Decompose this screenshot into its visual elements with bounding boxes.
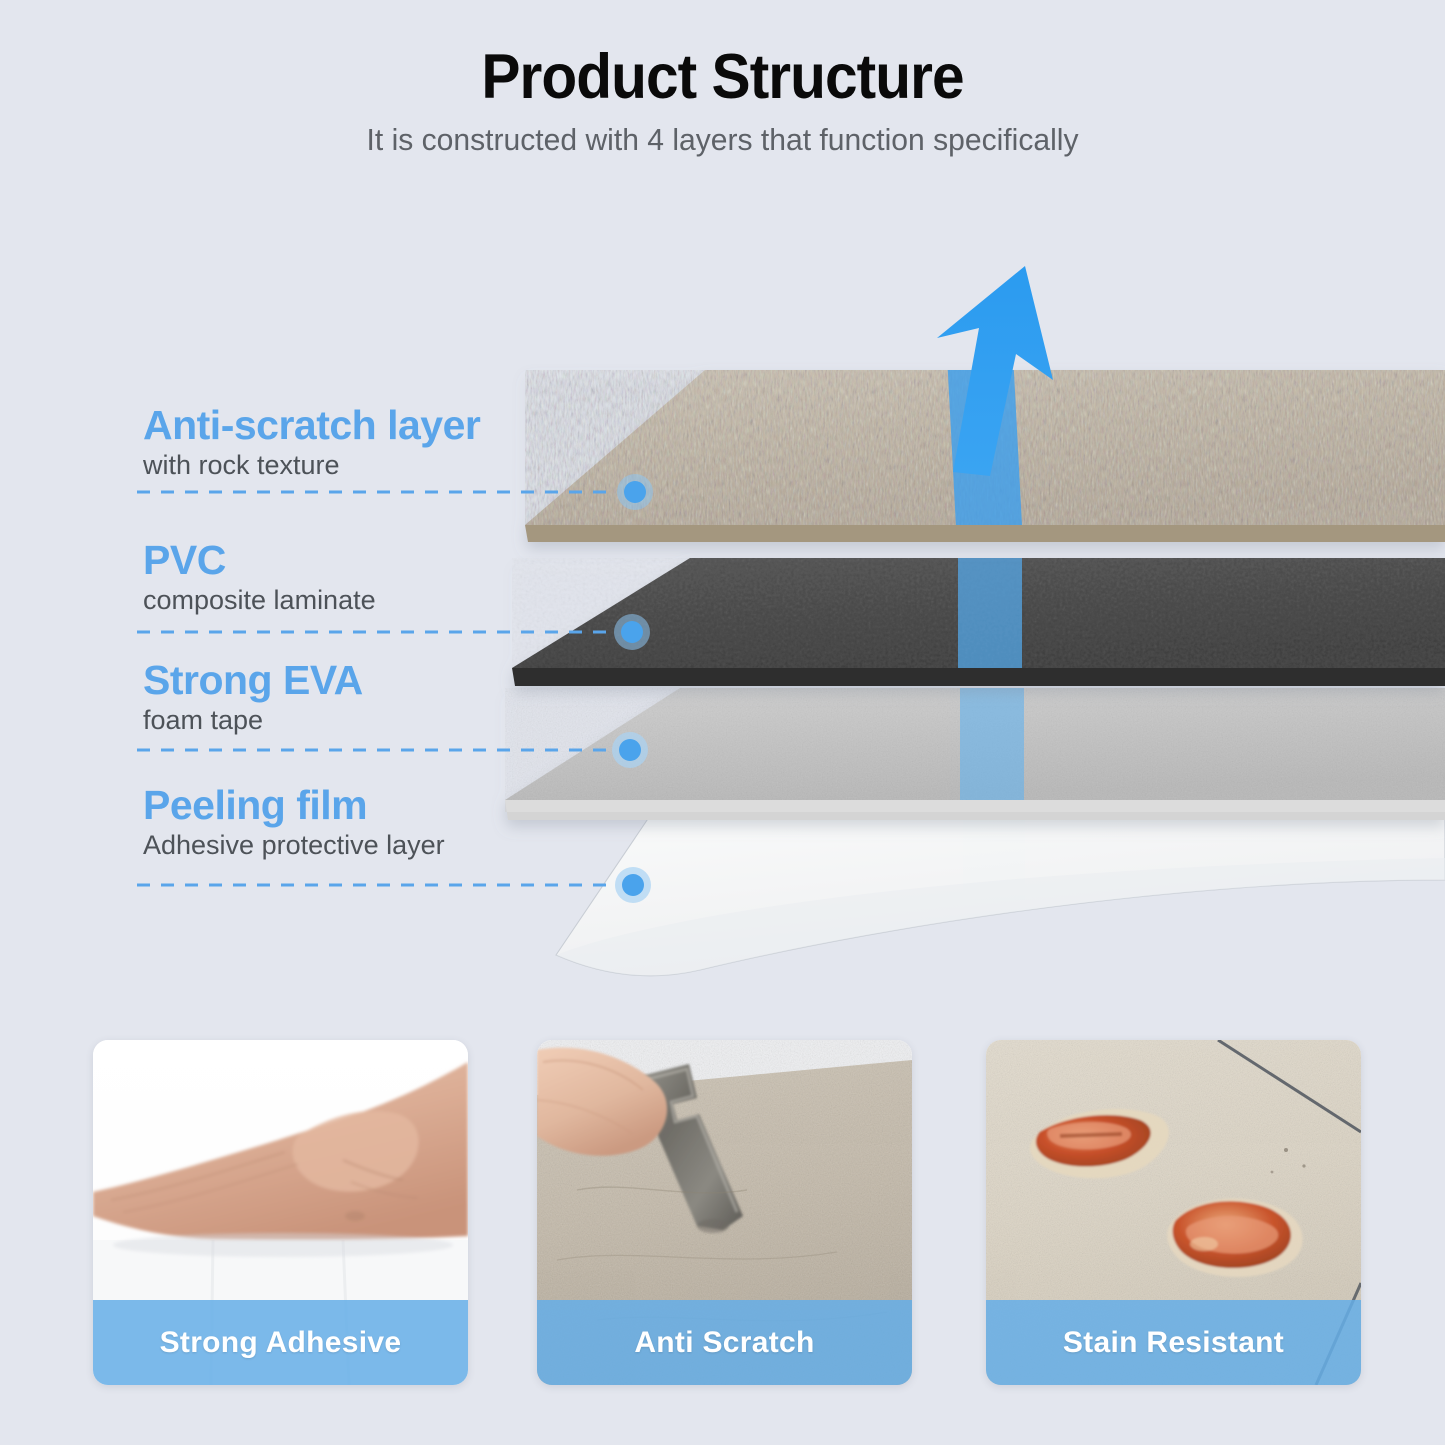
feature-card-stain-resistant[interactable]: Stain Resistant — [986, 1040, 1361, 1385]
layer-slab-pvc — [512, 558, 1445, 686]
card-caption: Strong Adhesive — [93, 1300, 468, 1385]
card-caption: Anti Scratch — [537, 1300, 912, 1385]
feature-card-strong-adhesive[interactable]: Strong Adhesive — [93, 1040, 468, 1385]
layer-title: Anti-scratch layer — [143, 402, 481, 448]
callout-lines — [137, 474, 653, 903]
page-subtitle: It is constructed with 4 layers that fun… — [366, 122, 1079, 158]
layer-slab-peeling-film — [555, 791, 1445, 977]
layer-title: PVC — [143, 537, 226, 583]
layer-subtitle: composite laminate — [143, 585, 376, 615]
callout-dot — [614, 614, 650, 650]
callout-dot — [615, 867, 651, 903]
layer-subtitle: Adhesive protective layer — [143, 830, 445, 860]
layer-label-strong-eva: Strong EVA foam tape — [143, 660, 363, 736]
page-title: Product Structure — [481, 42, 964, 112]
card-caption: Stain Resistant — [986, 1300, 1361, 1385]
layer-subtitle: with rock texture — [143, 450, 340, 480]
layer-slab-strong-eva — [505, 688, 1445, 820]
arrow-up-right-icon — [937, 266, 1053, 476]
product-structure-diagram: Anti-scratch layer with rock texture PVC… — [0, 180, 1445, 1020]
header: Product Structure It is constructed with… — [0, 0, 1445, 158]
layer-title: Peeling film — [143, 782, 368, 828]
layer-title: Strong EVA — [143, 657, 363, 703]
layer-label-anti-scratch: Anti-scratch layer with rock texture — [143, 402, 481, 481]
layer-stack-graphic — [137, 266, 1445, 977]
layer-subtitle: foam tape — [143, 705, 264, 735]
feature-card-anti-scratch[interactable]: Anti Scratch — [537, 1040, 912, 1385]
layer-label-peeling-film: Peeling film Adhesive protective layer — [143, 785, 445, 861]
layer-label-pvc: PVC composite laminate — [143, 540, 376, 616]
feature-cards: Strong Adhesive — [0, 1040, 1445, 1430]
callout-dot — [617, 474, 653, 510]
callout-dot — [612, 732, 648, 768]
